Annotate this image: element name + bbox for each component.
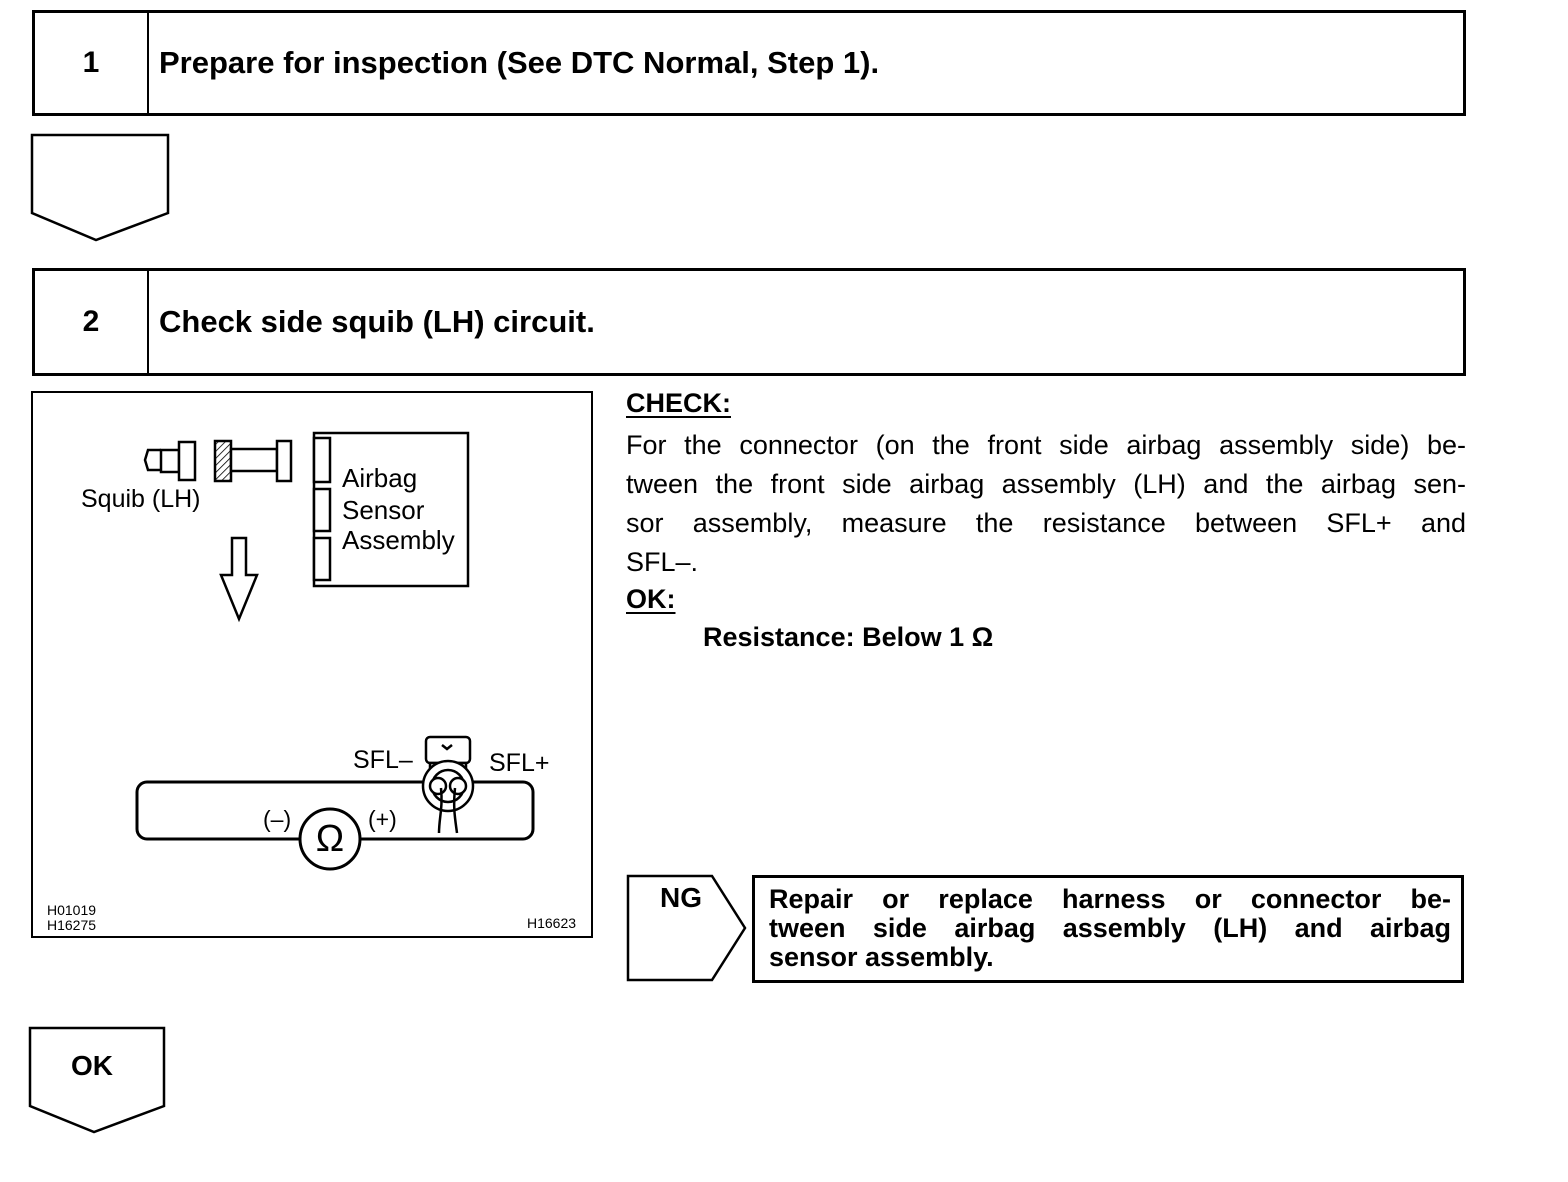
probe-minus-label: (–) (263, 806, 292, 832)
ok-heading: OK: (626, 584, 676, 614)
harness-connector-icon (213, 439, 293, 483)
figure-code-3: H16623 (527, 915, 577, 931)
ng-action-line-2: tween side airbag assembly (LH) and airb… (769, 913, 1451, 943)
step-2-box: 2 Check side squib (LH) circuit. (32, 268, 1466, 376)
sensor-label-line3: Assembly (342, 525, 455, 555)
ohm-symbol: Ω (315, 818, 345, 860)
sfl-plus-label: SFL+ (489, 749, 550, 777)
circuit-diagram: Squib (LH) Airbag Sensor Assembly SFL– S… (31, 391, 593, 938)
check-line-3: sor assembly, measure the resistance bet… (626, 508, 1466, 538)
sfl-minus-label: SFL– (353, 746, 413, 774)
squib-connector-icon (143, 440, 197, 482)
ng-action-text: Repair or replace harness or connector b… (769, 885, 1451, 972)
step-2-number: 2 (35, 271, 149, 373)
ohmmeter-icon (298, 807, 362, 871)
ng-action-line-1: Repair or replace harness or connector b… (769, 884, 1451, 914)
step-1-number: 1 (35, 13, 149, 113)
diagram-drawing (135, 431, 535, 871)
check-line-1: For the connector (on the front side air… (626, 430, 1466, 460)
sensor-label-line1: Airbag (342, 463, 418, 493)
check-line-2: tween the front side airbag assembly (LH… (626, 469, 1466, 499)
sensor-label-line2: Sensor (342, 495, 425, 525)
airbag-sensor-box-icon (312, 431, 470, 588)
check-heading: CHECK: (626, 388, 731, 418)
step-2-title: Check side squib (LH) circuit. (159, 304, 595, 339)
probe-plus-label: (+) (368, 806, 397, 832)
step-1-box: 1 Prepare for inspection (See DTC Normal… (32, 10, 1466, 116)
figure-code-2: H16275 (47, 917, 97, 933)
sfl-connector-icon (421, 735, 475, 834)
ok-flow-arrow-icon (28, 1026, 166, 1134)
ok-flow-label: OK (71, 1050, 113, 1081)
step-1-title: Prepare for inspection (See DTC Normal, … (159, 45, 880, 80)
ng-label: NG (660, 882, 702, 913)
check-line-4: SFL–. (626, 547, 699, 577)
down-arrow-icon (219, 536, 259, 623)
check-text: For the connector (on the front side air… (626, 426, 1466, 582)
squib-label: Squib (LH) (81, 485, 201, 513)
figure-code-1: H01019 (47, 902, 97, 918)
ng-action-line-3: sensor assembly. (769, 942, 994, 972)
ng-action-box: Repair or replace harness or connector b… (752, 875, 1464, 983)
flow-arrow-1 (30, 133, 170, 242)
ok-resistance-value: Resistance: Below 1 Ω (703, 622, 994, 652)
ng-arrow-icon (626, 874, 747, 982)
